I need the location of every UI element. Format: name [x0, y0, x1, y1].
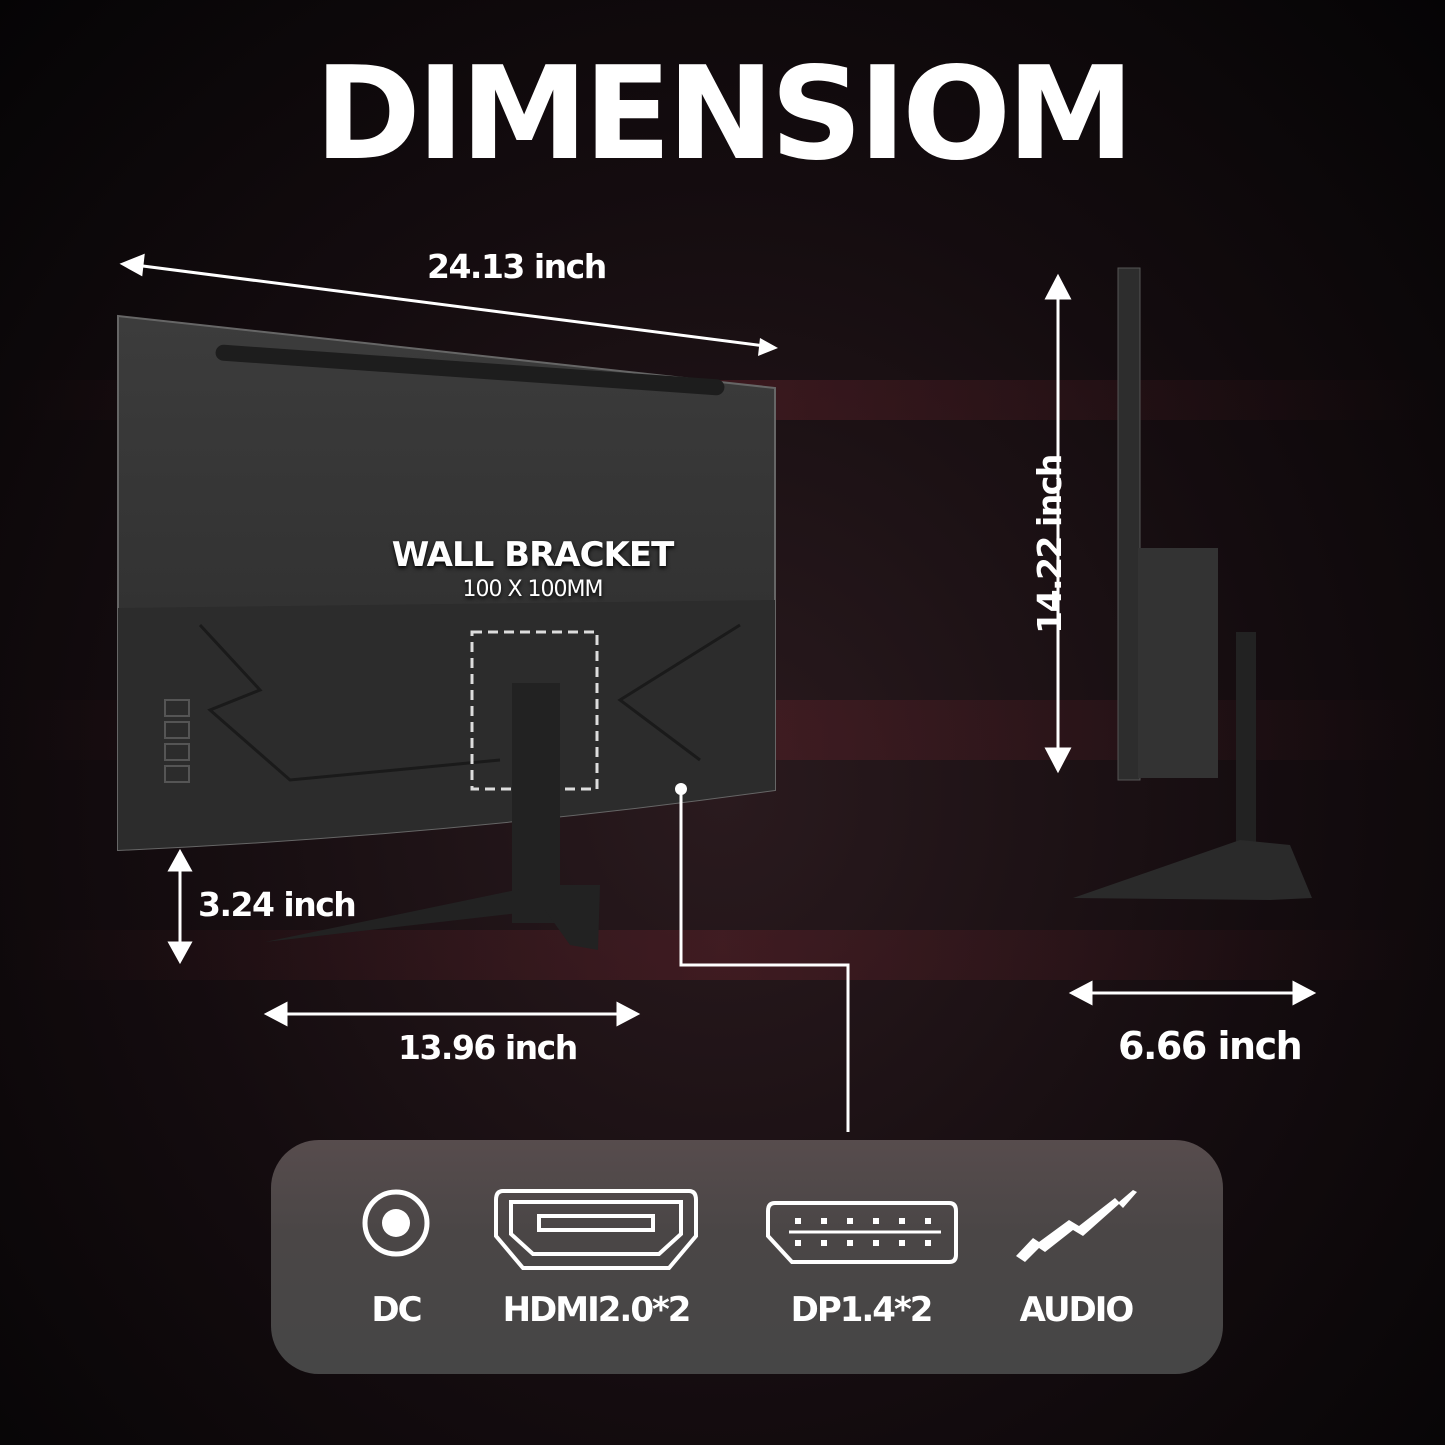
monitor-rear-view	[117, 314, 850, 1132]
wall-bracket-size: 100 X 100MM	[462, 577, 603, 602]
page-title: DIMENSIOM	[314, 40, 1135, 189]
displayport-icon	[766, 1201, 958, 1264]
dc-power-icon	[362, 1189, 430, 1257]
wall-bracket-callout: WALL BRACKET 100 X 100MM	[380, 535, 685, 602]
port-hdmi: HDMI2.0*2	[491, 1140, 701, 1374]
ports-panel: DC HDMI2.0*2 DP1.4*2 AUDIO	[271, 1140, 1223, 1374]
port-label: AUDIO	[1019, 1290, 1135, 1330]
port-dc: DC	[341, 1140, 451, 1374]
port-displayport: DP1.4*2	[761, 1140, 961, 1374]
port-label: HDMI2.0*2	[502, 1290, 692, 1330]
port-label: DC	[371, 1290, 422, 1330]
wall-bracket-label: WALL BRACKET	[391, 535, 675, 575]
hdmi-icon	[494, 1189, 698, 1270]
depth-label: 6.66 inch	[1118, 1024, 1303, 1068]
stand-width-label: 13.96 inch	[398, 1028, 578, 1067]
port-audio: AUDIO	[1006, 1140, 1146, 1374]
stand-height-label: 3.24 inch	[198, 885, 357, 924]
width-label: 24.13 inch	[427, 247, 607, 286]
port-callout-line	[679, 789, 850, 1132]
audio-jack-icon	[1016, 1190, 1137, 1262]
height-label: 14.22 inch	[1029, 455, 1069, 634]
dimension-arrows	[119, 253, 1317, 1027]
port-label: DP1.4*2	[790, 1290, 934, 1330]
monitor-side-view	[1073, 267, 1312, 900]
